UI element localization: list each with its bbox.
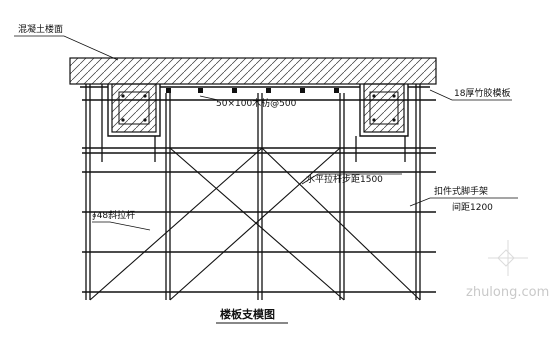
diagonal-braces — [89, 147, 421, 301]
watermark-text: zhulong.com — [466, 285, 549, 300]
label-scaffold: 扣件式脚手架 — [434, 185, 488, 197]
timber-joists — [166, 88, 339, 93]
drawing-title: 楼板支模图 — [220, 307, 275, 321]
formwork-board — [80, 84, 430, 137]
scaffold-horizontals — [82, 99, 436, 293]
label-spacing: 间距1200 — [452, 201, 493, 213]
scaffold-verticals — [85, 84, 421, 300]
label-formwork-board: 18厚竹胶模板 — [454, 87, 510, 99]
label-horizontal-bar: 水平拉杆步距1500 — [306, 173, 383, 185]
label-joist: 50×100木枋@500 — [216, 97, 297, 109]
label-diagonal-brace: ∮48斜拉杆 — [92, 209, 135, 221]
leader-lines — [14, 35, 518, 231]
concrete-slab — [69, 57, 437, 133]
label-slab: 混凝土楼面 — [18, 23, 63, 35]
watermark-logo — [488, 240, 528, 276]
